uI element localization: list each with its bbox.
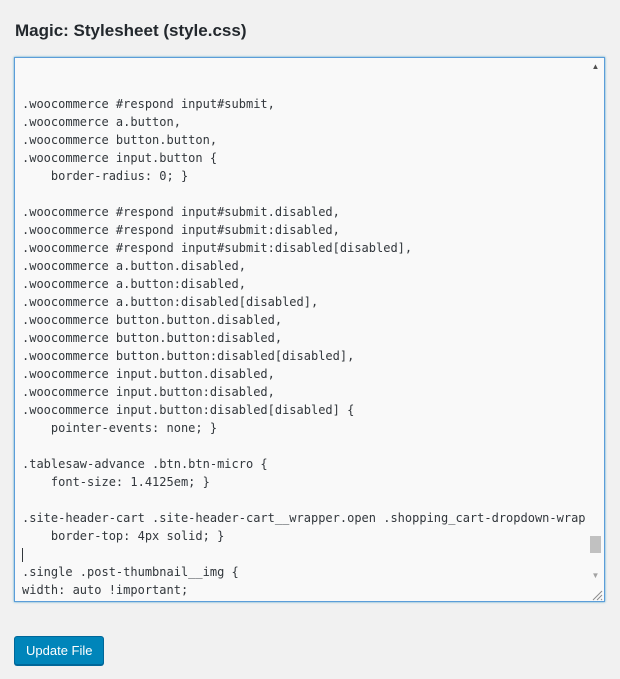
page-title: Magic: Stylesheet (style.css) <box>15 21 247 40</box>
code-line: .woocommerce input.button.disabled, <box>22 367 275 381</box>
code-line: .woocommerce a.button:disabled[disabled]… <box>22 295 319 309</box>
code-line: .tablesaw-advance .btn.btn-micro { <box>22 457 268 471</box>
code-line <box>22 545 587 563</box>
code-line: .woocommerce button.button, <box>22 133 218 147</box>
code-text-area[interactable]: .woocommerce #respond input#submit, .wooc… <box>15 58 587 601</box>
code-line: .woocommerce #respond input#submit.disab… <box>22 205 340 219</box>
code-lines: .woocommerce #respond input#submit, .wooc… <box>22 77 587 601</box>
text-caret <box>22 547 23 562</box>
code-line: .woocommerce a.button:disabled, <box>22 277 246 291</box>
code-line: .woocommerce a.button.disabled, <box>22 259 246 273</box>
resize-grip-icon[interactable] <box>591 588 603 601</box>
code-line: .woocommerce input.button { <box>22 151 218 165</box>
update-file-button[interactable]: Update File <box>14 636 105 665</box>
code-line: } <box>22 599 587 601</box>
code-line <box>22 77 587 95</box>
scroll-down-arrow-icon[interactable]: ▼ <box>591 571 600 580</box>
code-line: .site-header-cart .site-header-cart__wra… <box>22 511 587 525</box>
code-line: .woocommerce button.button:disabled, <box>22 331 283 345</box>
code-line: pointer-events: none; } <box>22 421 218 435</box>
code-line: .woocommerce a.button, <box>22 115 181 129</box>
code-line: .woocommerce input.button:disabled[disab… <box>22 403 355 417</box>
code-line <box>22 437 587 455</box>
code-line: .woocommerce #respond input#submit:disab… <box>22 241 413 255</box>
code-line: border-top: 4px solid; } <box>22 529 225 543</box>
code-line: .woocommerce button.button.disabled, <box>22 313 283 327</box>
code-line: font-size: 1.4125em; } <box>22 475 210 489</box>
code-line: .woocommerce button.button:disabled[disa… <box>22 349 355 363</box>
vertical-scrollbar[interactable]: ▲ ▼ <box>587 58 604 601</box>
code-line: .single .post-thumbnail__img { <box>22 565 239 579</box>
code-line: border-radius: 0; } <box>22 169 189 183</box>
code-line <box>22 491 587 509</box>
code-line: width: auto !important; <box>22 583 189 597</box>
code-line: .woocommerce input.button:disabled, <box>22 385 275 399</box>
scroll-up-arrow-icon[interactable]: ▲ <box>591 62 600 71</box>
code-line: .woocommerce #respond input#submit, <box>22 97 275 111</box>
code-line <box>22 185 587 203</box>
scroll-thumb[interactable] <box>590 535 601 553</box>
code-editor[interactable]: .woocommerce #respond input#submit, .wooc… <box>14 57 605 602</box>
code-line: .woocommerce #respond input#submit:disab… <box>22 223 340 237</box>
